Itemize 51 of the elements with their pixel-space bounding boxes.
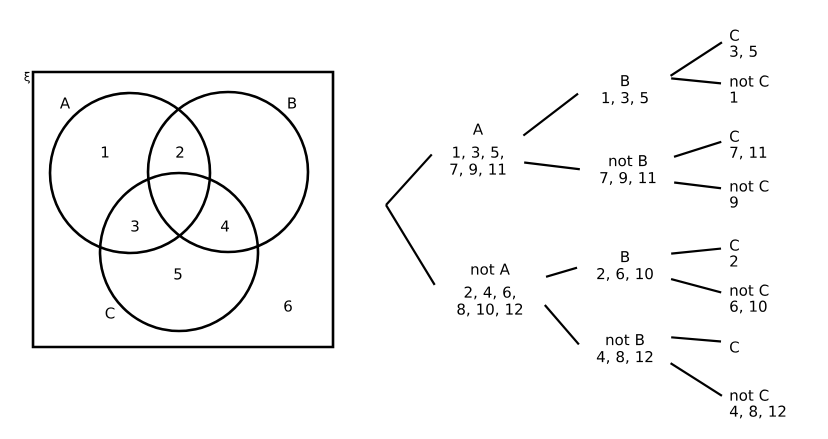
branch-label: C	[730, 130, 739, 142]
tree-branch	[524, 161, 580, 170]
branch-label: not C	[730, 284, 768, 296]
tree-branch	[671, 336, 722, 343]
outcome-list: 3, 5	[730, 46, 757, 58]
outcome-list: 4, 8, 12	[596, 350, 652, 364]
outcome-list: 6, 10	[730, 300, 767, 314]
tree-branch	[522, 92, 579, 136]
branch-label: not C	[730, 180, 768, 192]
outcome-list: 2	[730, 255, 738, 267]
branch-label: C	[730, 30, 739, 41]
branch-label: A	[472, 124, 483, 135]
outcome-list: 1	[730, 92, 738, 103]
tree-branch	[674, 140, 722, 158]
tree-branch	[670, 362, 723, 397]
outcome-list: 7, 9, 11	[600, 172, 656, 185]
branch-label: not A	[471, 264, 510, 275]
tree-branch	[671, 248, 722, 255]
outcome-list: 2, 6, 10	[597, 268, 653, 281]
region-number: 1	[102, 146, 108, 158]
outcome-list: 2, 4, 6, 8, 10, 12	[457, 286, 522, 316]
set-label: B	[288, 98, 296, 108]
region-number: 6	[284, 300, 292, 312]
tree-branch	[385, 204, 436, 286]
tree-branch	[671, 77, 722, 84]
tree-branch	[674, 181, 722, 190]
branch-label: C	[730, 239, 739, 251]
outcome-list: 1, 3, 5	[602, 92, 648, 105]
outcome-list: 9	[730, 196, 738, 208]
outcome-list: 4, 8, 12	[730, 406, 786, 418]
branch-label: not C	[730, 390, 768, 401]
branch-label: B	[621, 75, 630, 86]
tree-branch	[670, 41, 723, 77]
branch-label: C	[730, 341, 739, 353]
branch-label: B	[621, 251, 630, 262]
branch-label: not C	[730, 75, 768, 87]
region-number: 4	[220, 220, 229, 232]
branch-label: not B	[606, 334, 644, 346]
tree-branch	[546, 266, 578, 278]
tree-branch	[544, 304, 580, 346]
outcome-list: 7, 11	[730, 146, 766, 160]
tree-branch	[670, 278, 722, 294]
set-label: C	[106, 307, 114, 319]
tree-branch	[385, 154, 433, 206]
branch-label: not B	[609, 155, 647, 166]
set-label: A	[60, 98, 70, 108]
outcome-list: 1, 3, 5, 7, 9, 11	[450, 146, 506, 176]
node-label: ξ	[24, 72, 30, 84]
region-number: 2	[176, 146, 184, 158]
region-number: 5	[174, 268, 182, 280]
region-number: 3	[131, 220, 139, 232]
